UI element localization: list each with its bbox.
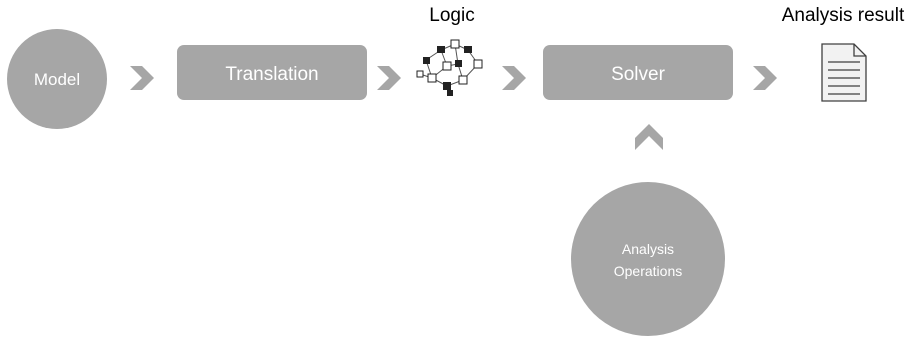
model-label: Model bbox=[34, 70, 80, 89]
arrow-logic-to-solver bbox=[502, 66, 526, 90]
document-body bbox=[821, 43, 867, 102]
translation-node: Translation bbox=[177, 45, 367, 100]
solver-box bbox=[543, 45, 733, 100]
logic-label: Logic bbox=[429, 5, 474, 26]
analysis-result-label: Analysis result bbox=[782, 5, 905, 26]
arrow-translation-to-logic bbox=[377, 66, 401, 90]
analysis-operations-circle bbox=[571, 182, 725, 336]
translation-box bbox=[177, 45, 367, 100]
solver-node: Solver bbox=[543, 45, 733, 100]
model-node: Model bbox=[7, 29, 107, 129]
solver-label: Solver bbox=[611, 64, 666, 85]
analysis-operations-label-line1: Analysis bbox=[622, 241, 674, 257]
analysis-operations-label-line2: Operations bbox=[614, 263, 682, 279]
analysis-operations-node: Analysis Operations bbox=[571, 182, 725, 336]
translation-label: Translation bbox=[225, 64, 318, 85]
document-icon bbox=[821, 43, 867, 102]
logic-graph-icon bbox=[416, 39, 483, 96]
arrow-solver-to-result bbox=[753, 66, 777, 90]
model-circle bbox=[7, 29, 107, 129]
document-fold bbox=[853, 44, 866, 57]
arrow-model-to-translation bbox=[130, 66, 154, 90]
arrow-operations-to-solver bbox=[635, 124, 663, 150]
